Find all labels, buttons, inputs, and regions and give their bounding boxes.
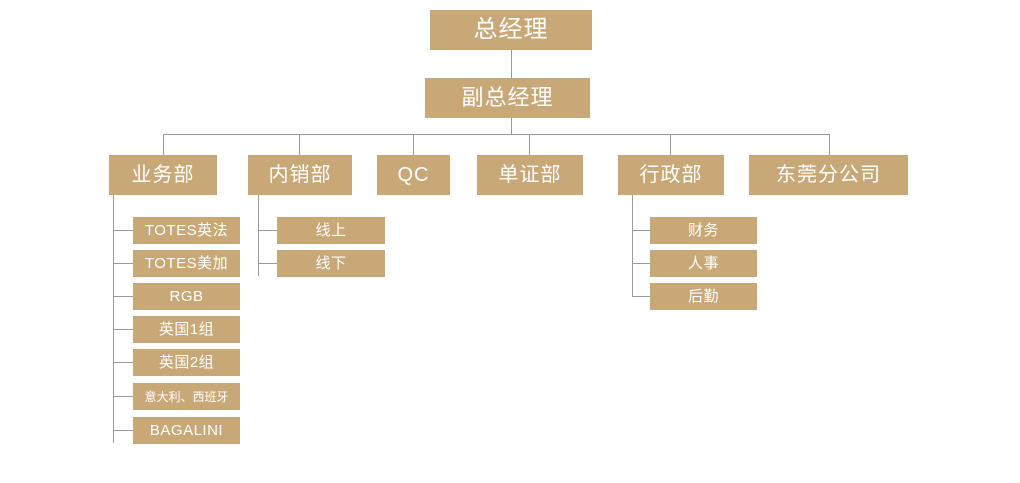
connector-gm-to-deputy [511, 50, 512, 78]
connector-admin-elbow-3 [632, 296, 650, 297]
connector-domestic-spine [258, 195, 259, 276]
connector-sales-elbow-4 [113, 329, 133, 330]
node-department-documents[interactable]: 单证部 [477, 155, 583, 195]
node-sales-child-totes-us-ca[interactable]: TOTES美加 [133, 250, 240, 277]
node-admin-child-logistics[interactable]: 后勤 [650, 283, 757, 310]
node-general-manager[interactable]: 总经理 [430, 10, 592, 50]
connector-drop-admin [670, 134, 671, 155]
node-department-domestic-sales[interactable]: 内销部 [248, 155, 352, 195]
connector-domestic-elbow-1 [258, 230, 277, 231]
node-sales-child-uk-group-2[interactable]: 英国2组 [133, 349, 240, 376]
node-department-administration[interactable]: 行政部 [618, 155, 724, 195]
connector-domestic-elbow-2 [258, 263, 277, 264]
connector-drop-docs [529, 134, 530, 155]
node-sales-child-uk-group-1[interactable]: 英国1组 [133, 316, 240, 343]
connector-sales-elbow-6 [113, 396, 133, 397]
node-admin-child-finance[interactable]: 财务 [650, 217, 757, 244]
connector-sales-elbow-5 [113, 362, 133, 363]
node-department-dongguan-branch[interactable]: 东莞分公司 [749, 155, 908, 195]
connector-admin-elbow-1 [632, 230, 650, 231]
connector-deputy-to-bus [511, 118, 512, 134]
node-admin-child-hr[interactable]: 人事 [650, 250, 757, 277]
connector-sales-elbow-1 [113, 230, 133, 231]
connector-drop-sales [163, 134, 164, 155]
connector-drop-qc [413, 134, 414, 155]
node-domestic-child-online[interactable]: 线上 [277, 217, 385, 244]
node-domestic-child-offline[interactable]: 线下 [277, 250, 385, 277]
connector-sales-elbow-2 [113, 263, 133, 264]
connector-admin-spine [632, 195, 633, 296]
node-sales-child-bagalini[interactable]: BAGALINI [133, 417, 240, 444]
node-sales-child-italy-spain[interactable]: 意大利、西班牙 [133, 383, 240, 410]
node-department-qc[interactable]: QC [377, 155, 450, 195]
node-deputy-general-manager[interactable]: 副总经理 [425, 78, 590, 118]
connector-sales-elbow-7 [113, 430, 133, 431]
connector-drop-domestic [299, 134, 300, 155]
connector-sales-elbow-3 [113, 296, 133, 297]
connector-sales-spine [113, 195, 114, 443]
node-sales-child-rgb[interactable]: RGB [133, 283, 240, 310]
node-department-sales[interactable]: 业务部 [109, 155, 217, 195]
connector-department-bus [163, 134, 829, 135]
connector-admin-elbow-2 [632, 263, 650, 264]
connector-drop-dongguan [829, 134, 830, 155]
node-sales-child-totes-uk-fr[interactable]: TOTES英法 [133, 217, 240, 244]
